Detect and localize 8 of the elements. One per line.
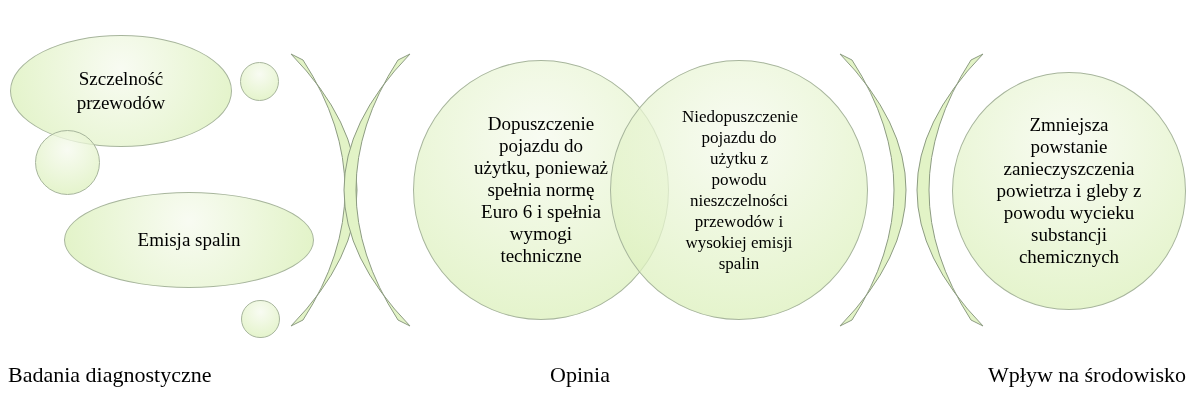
node-text: Szczelność przewodów — [75, 67, 167, 115]
node-text: Zmniejsza powstanie zanieczyszczenia powietrza i gleby z powodu wycieku substancji chemicznych — [995, 114, 1143, 268]
node-text: Niedopuszczenie pojazdu do użytku z powodu nieszczelności przewodów i wysokiej emisji spalin — [682, 106, 796, 274]
section-label: Opinia — [549, 361, 611, 389]
section-label: Badania diagnostyczne — [8, 361, 213, 389]
node-text: Emisja spalin — [136, 228, 242, 252]
node-text: Dopuszczenie pojazdu do użytku, ponieważ spełnia normę Euro 6 i spełnia wymogi techniczne — [473, 113, 609, 267]
section-label: Wpływ na środowisko — [987, 361, 1186, 389]
